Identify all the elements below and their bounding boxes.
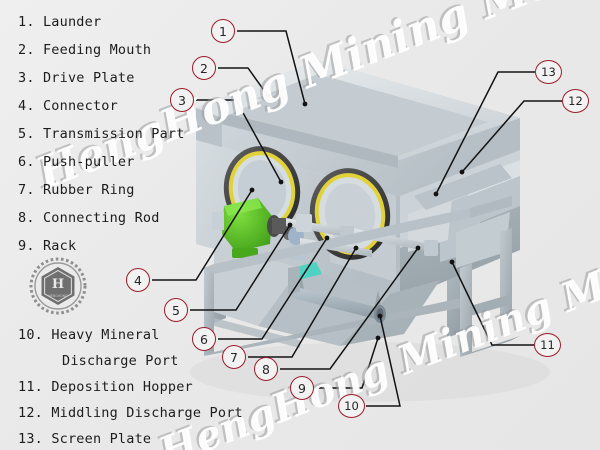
- legend-item-12: 12. Middling Discharge Port: [18, 405, 243, 421]
- legend-item-13: 13. Screen Plate: [18, 431, 152, 447]
- svg-text:HENGHONG: HENGHONG: [48, 294, 68, 298]
- legend-item-3: 3. Drive Plate: [18, 70, 135, 86]
- legend-number: 3.: [18, 70, 35, 86]
- legend-number: 13.: [18, 431, 43, 447]
- callout-1[interactable]: 1: [211, 19, 235, 43]
- callout-6[interactable]: 6: [192, 327, 216, 351]
- callout-11[interactable]: 11: [534, 333, 561, 357]
- callout-12[interactable]: 12: [562, 89, 589, 113]
- callout-label: 8: [262, 361, 270, 377]
- legend-item-9: 9. Rack: [18, 238, 77, 254]
- legend-number: 9.: [18, 238, 35, 254]
- legend-number: 1.: [18, 14, 35, 30]
- legend-label: Rack: [42, 238, 77, 254]
- legend-item-2: 2. Feeding Mouth: [18, 42, 152, 58]
- callout-label: 10: [344, 399, 359, 413]
- legend-label: Transmission Part: [42, 126, 185, 142]
- legend-item-7: 7. Rubber Ring: [18, 182, 135, 198]
- callout-label: 12: [568, 94, 583, 108]
- legend-label: Screen Plate: [51, 431, 152, 447]
- legend-item-8: 8. Connecting Rod: [18, 210, 160, 226]
- legend-label: Discharge Port: [62, 353, 179, 369]
- callout-label: 7: [230, 349, 238, 365]
- legend-label: Connector: [42, 98, 118, 114]
- callout-13[interactable]: 13: [535, 60, 562, 84]
- logo-monogram: H: [52, 277, 64, 292]
- legend-number: 8.: [18, 210, 35, 226]
- legend-number: 6.: [18, 154, 35, 170]
- legend-number: 2.: [18, 42, 35, 58]
- callout-7[interactable]: 7: [222, 345, 246, 369]
- legend-item-10-cont: Discharge Port: [62, 353, 179, 369]
- callout-label: 5: [172, 302, 180, 318]
- legend-label: Rubber Ring: [42, 182, 135, 198]
- legend-label: Push-puller: [42, 154, 135, 170]
- legend-label: Launder: [42, 14, 102, 30]
- legend-number: 5.: [18, 126, 35, 142]
- legend-item-5: 5. Transmission Part: [18, 126, 185, 142]
- legend-label: Heavy Mineral: [51, 327, 160, 343]
- callout-9[interactable]: 9: [290, 376, 314, 400]
- legend-item-1: 1. Launder: [18, 14, 102, 30]
- callout-2[interactable]: 2: [192, 56, 216, 80]
- legend-number: 4.: [18, 98, 35, 114]
- callout-4[interactable]: 4: [126, 268, 150, 292]
- legend-number: 11.: [18, 379, 43, 395]
- callout-8[interactable]: 8: [254, 357, 278, 381]
- legend-label: Deposition Hopper: [51, 379, 193, 395]
- legend-item-11: 11. Deposition Hopper: [18, 379, 193, 395]
- legend-label: Feeding Mouth: [42, 42, 152, 58]
- callout-3[interactable]: 3: [170, 88, 194, 112]
- callout-label: 4: [134, 272, 142, 288]
- legend-number: 10.: [18, 327, 43, 343]
- callout-label: 13: [541, 65, 556, 79]
- legend-label: Drive Plate: [42, 70, 135, 86]
- callout-label: 6: [200, 331, 208, 347]
- legend-label: Middling Discharge Port: [51, 405, 243, 421]
- legend-number: 7.: [18, 182, 35, 198]
- callout-label: 11: [540, 338, 555, 352]
- legend-number: 12.: [18, 405, 43, 421]
- henghong-gear-logo: H HENGHONG: [29, 257, 87, 315]
- callout-10[interactable]: 10: [338, 394, 365, 418]
- callout-5[interactable]: 5: [164, 298, 188, 322]
- callout-label: 2: [200, 60, 208, 76]
- callout-label: 9: [298, 380, 306, 396]
- callout-label: 3: [178, 92, 186, 108]
- legend-label: Connecting Rod: [42, 210, 160, 226]
- legend-item-4: 4. Connector: [18, 98, 118, 114]
- callout-label: 1: [219, 23, 227, 39]
- legend-item-10: 10. Heavy Mineral: [18, 327, 160, 343]
- legend-item-6: 6. Push-puller: [18, 154, 135, 170]
